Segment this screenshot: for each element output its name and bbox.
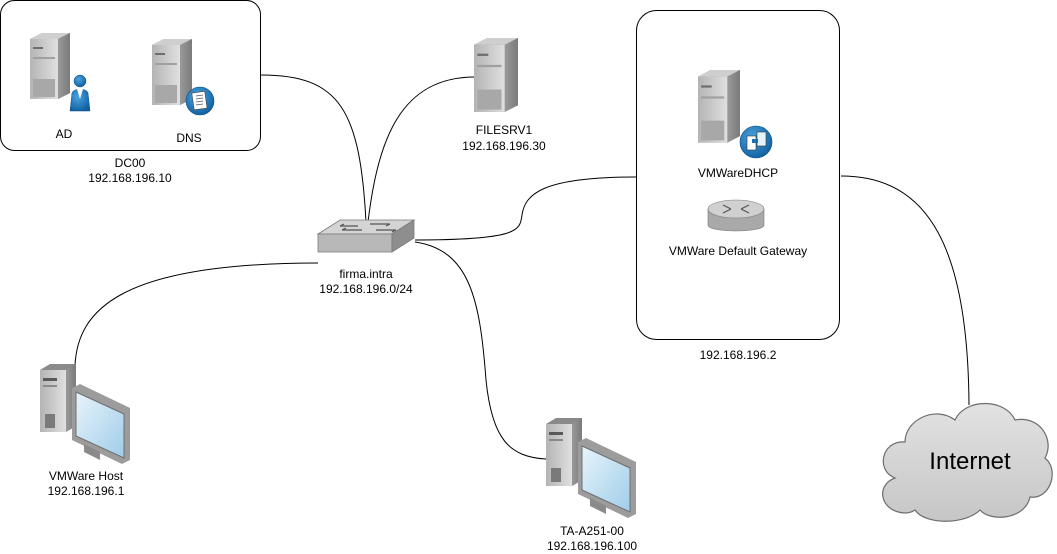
vmware-host-name: VMWare Host: [49, 469, 124, 483]
fileserver-icon[interactable]: [474, 38, 518, 112]
vmware-group-box[interactable]: [636, 10, 840, 340]
link-switch-host: [74, 262, 319, 366]
dhcp-label: VMWareDHCP: [698, 166, 778, 180]
dc00-ip: 192.168.196.10: [88, 171, 172, 185]
dns-server-icon[interactable]: [152, 39, 215, 116]
gateway-label: VMWare Default Gateway: [669, 244, 807, 258]
vmware-host-workstation-icon[interactable]: [39, 363, 131, 465]
vmware-host-ip: 192.168.196.1: [48, 484, 125, 498]
dc00-name: DC00: [115, 156, 146, 170]
client-ip: 192.168.196.100: [547, 539, 637, 553]
switch-subnet: 192.168.196.0/24: [319, 282, 413, 296]
link-dc00-switch: [260, 74, 367, 223]
internet-label: Internet: [929, 448, 1011, 475]
link-vmware-internet: [840, 175, 970, 406]
ad-label: AD: [56, 127, 73, 141]
dns-label: DNS: [176, 131, 201, 145]
client-name: TA-A251-00: [560, 524, 624, 538]
filesrv-name: FILESRV1: [476, 123, 533, 137]
connection-lines: [74, 74, 970, 460]
ad-server-icon[interactable]: [30, 33, 91, 112]
vmware-group-ip: 192.168.196.2: [700, 348, 777, 362]
client-workstation-icon[interactable]: [545, 417, 637, 519]
user-icon: [69, 74, 91, 112]
switch-icon[interactable]: [316, 219, 416, 253]
document-badge-icon: [185, 86, 215, 116]
dhcp-server-icon[interactable]: [698, 70, 773, 159]
internet-cloud-icon[interactable]: Internet: [882, 402, 1053, 522]
link-filesrv-switch: [367, 76, 476, 223]
switch-name: firma.intra: [339, 267, 393, 281]
router-icon[interactable]: [707, 199, 765, 232]
link-switch-vmware: [414, 176, 637, 241]
filesrv-ip: 192.168.196.30: [462, 139, 546, 153]
network-badge-icon: [739, 125, 773, 159]
link-switch-client: [414, 241, 547, 460]
